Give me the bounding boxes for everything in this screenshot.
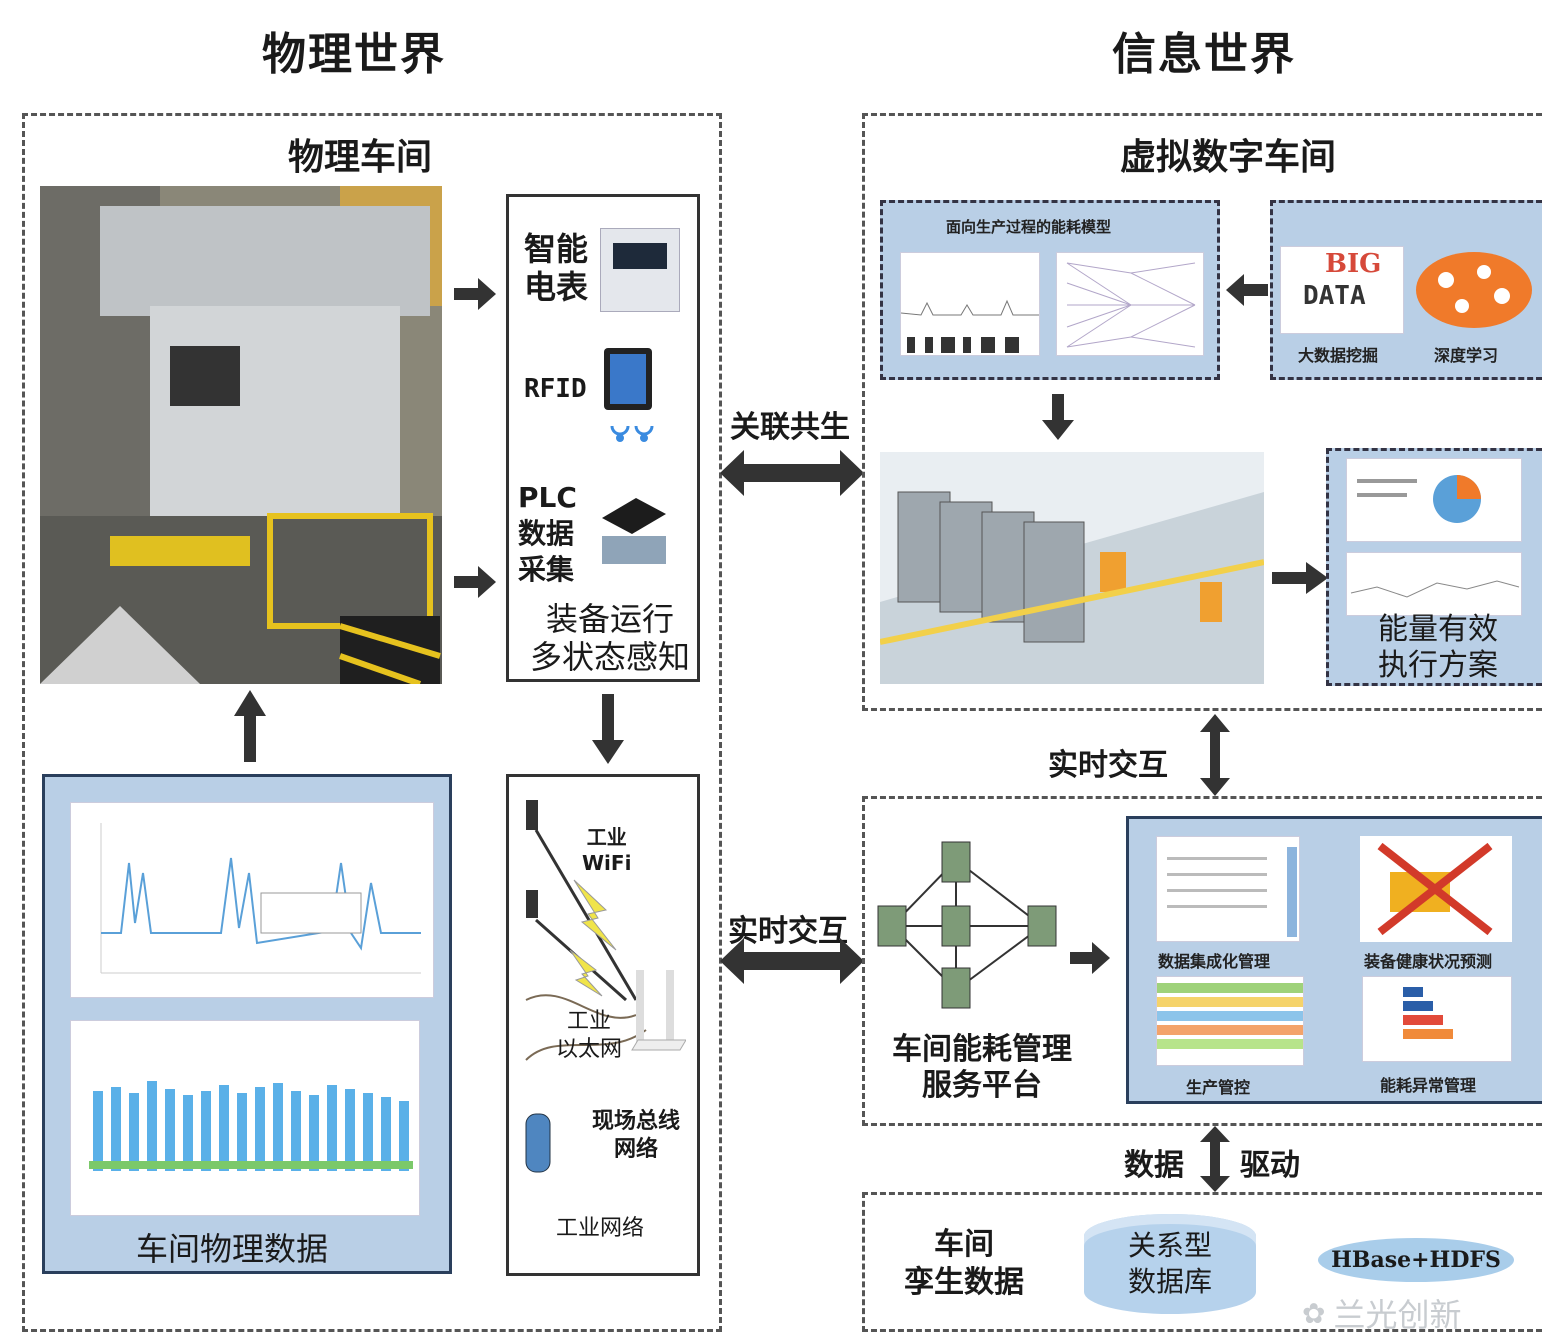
energy-waveform-thumbnail xyxy=(900,252,1040,356)
data-label: 数据 xyxy=(1124,1148,1184,1183)
brain-icon xyxy=(1416,252,1532,328)
wireless-network-icon xyxy=(525,800,686,1061)
arrow-right-icon xyxy=(1272,562,1328,594)
ethernet-label: 工业 以太网 xyxy=(556,1009,623,1062)
deeplearn-label: 深度学习 xyxy=(1434,346,1499,365)
energy-model-title: 面向生产过程的能耗模型 xyxy=(946,218,1112,236)
double-arrow-vertical-icon xyxy=(1200,1126,1230,1192)
hbase-label: HBase+HDFS xyxy=(1331,1247,1501,1273)
rfid-reader-icon xyxy=(604,348,654,442)
double-arrow-vertical-icon xyxy=(1200,714,1230,796)
data-management-thumbnail xyxy=(1156,836,1300,942)
double-arrow-icon xyxy=(720,938,864,984)
physical-workshop-frame xyxy=(22,113,722,1332)
physical-workshop-title: 物理车间 xyxy=(288,136,433,178)
bigdata-logo: BIG DATA xyxy=(1280,246,1404,334)
arrow-left-icon xyxy=(1226,274,1268,306)
info-world-title: 信息世界 xyxy=(1112,29,1296,80)
rfid-label: RFID xyxy=(524,374,587,404)
power-curve-chart-thumbnail xyxy=(70,802,434,998)
module-equipment-health: 装备健康状况预测 xyxy=(1364,952,1493,971)
arrow-right-icon xyxy=(1070,942,1110,974)
realtime-mid-label: 实时交互 xyxy=(728,914,848,949)
smart-meter-label: 智能 电表 xyxy=(524,230,589,306)
drive-label: 驱动 xyxy=(1240,1148,1300,1183)
relational-db-label: 关系型 数据库 xyxy=(1127,1229,1212,1298)
twin-data-label: 车间 孪生数据 xyxy=(904,1227,1024,1300)
module-production-control: 生产管控 xyxy=(1186,1078,1251,1097)
module-data-integration: 数据集成化管理 xyxy=(1158,952,1271,971)
digital-twin-workshop-render xyxy=(880,452,1264,684)
fieldbus-label: 现场总线 网络 xyxy=(592,1109,681,1162)
physical-world-title: 物理世界 xyxy=(262,29,446,80)
neural-network-thumbnail xyxy=(1056,252,1204,356)
energy-anomaly-thumbnail xyxy=(1362,976,1512,1062)
factory-press-photo xyxy=(40,186,442,684)
energy-plan-label: 能量有效 执行方案 xyxy=(1378,612,1498,683)
energy-pie-thumbnail xyxy=(1346,458,1522,542)
bigdata-label: 大数据挖掘 xyxy=(1298,346,1379,365)
server-network-icon xyxy=(877,841,1057,1009)
energy-bar-chart-thumbnail xyxy=(70,1020,420,1216)
fieldbus-tank-icon xyxy=(525,1113,551,1173)
double-arrow-icon xyxy=(720,450,864,496)
physical-data-caption: 车间物理数据 xyxy=(136,1230,329,1268)
watermark: ✿ 兰光创新 xyxy=(1302,1290,1461,1336)
service-platform-frame xyxy=(862,796,1542,1126)
equipment-health-thumbnail xyxy=(1360,836,1512,942)
arrow-right-icon xyxy=(454,566,496,598)
twin-data-frame xyxy=(862,1192,1542,1332)
plc-device-icon xyxy=(602,498,666,564)
arrow-right-icon xyxy=(454,278,496,310)
bigdata-data-text: DATA xyxy=(1303,281,1366,311)
virtual-workshop-frame xyxy=(862,113,1542,711)
relational-db-cylinder: 关系型 数据库 xyxy=(1084,1214,1256,1314)
platform-caption: 车间能耗管理 服务平台 xyxy=(892,1032,1072,1103)
watermark-text: 兰光创新 xyxy=(1333,1296,1462,1334)
association-label: 关联共生 xyxy=(730,410,850,445)
arrow-down-icon xyxy=(592,694,624,764)
smart-meter-icon xyxy=(600,228,680,312)
arrow-up-icon xyxy=(234,690,266,762)
virtual-workshop-title: 虚拟数字车间 xyxy=(1120,136,1337,178)
module-energy-anomaly: 能耗异常管理 xyxy=(1380,1076,1477,1095)
arrow-down-icon xyxy=(1042,394,1074,440)
industrial-network-caption: 工业网络 xyxy=(556,1216,645,1241)
wifi-label: 工业 WiFi xyxy=(582,825,632,875)
plc-label: PLC 数据 采集 xyxy=(518,481,577,586)
sensing-caption: 装备运行 多状态感知 xyxy=(530,600,691,676)
wechat-icon: ✿ xyxy=(1302,1296,1326,1330)
energy-trend-thumbnail xyxy=(1346,552,1522,616)
hbase-hdfs-cloud: HBase+HDFS xyxy=(1318,1238,1514,1282)
realtime-top-label: 实时交互 xyxy=(1048,748,1168,783)
production-control-thumbnail xyxy=(1156,976,1304,1066)
bigdata-big-text: BIG xyxy=(1325,249,1382,279)
